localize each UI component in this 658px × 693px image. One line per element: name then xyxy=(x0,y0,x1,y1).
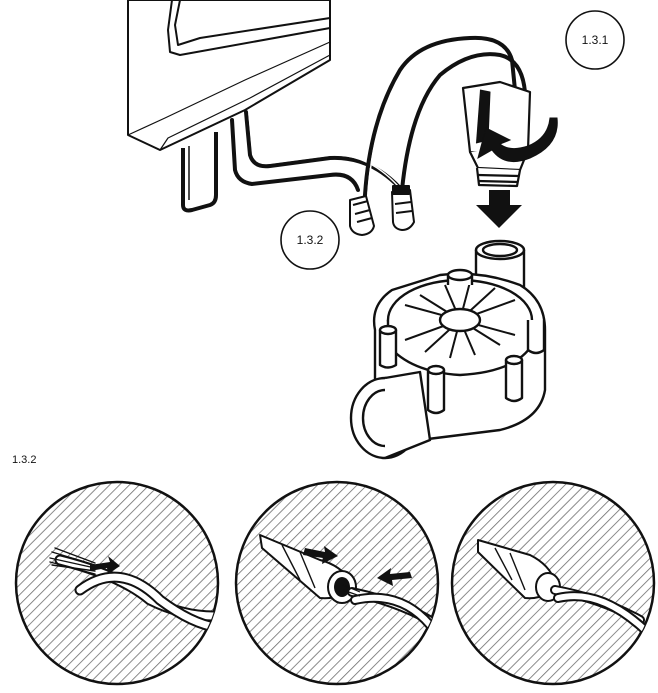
down-arrow xyxy=(476,190,522,228)
wire-nut-right xyxy=(391,185,415,231)
wire-nut-left xyxy=(349,195,375,236)
controller-wires xyxy=(230,110,402,192)
svg-text:1.3.1: 1.3.1 xyxy=(582,33,609,47)
callout-131: 1.3.1 xyxy=(565,10,625,70)
solenoid-wires xyxy=(363,35,527,197)
detail-strip-wires xyxy=(14,480,220,686)
controller-box xyxy=(127,0,331,213)
section-label: 1.3.2 xyxy=(12,454,36,466)
callout-132: 1.3.2 xyxy=(280,210,340,270)
valve xyxy=(349,239,547,460)
detail-twist-nut xyxy=(234,480,440,686)
svg-text:1.3.2: 1.3.2 xyxy=(297,233,324,247)
rotate-arrow xyxy=(477,117,558,163)
detail-finished-nut xyxy=(450,480,656,686)
